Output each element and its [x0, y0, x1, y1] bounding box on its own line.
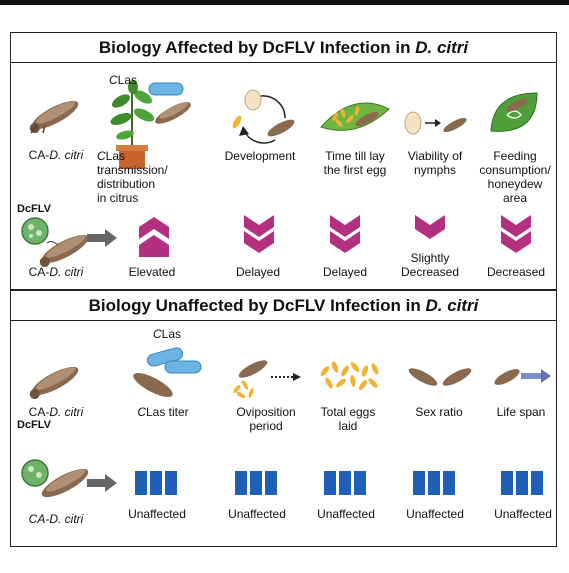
dcflv-label: DcFLV [17, 203, 52, 215]
psyllid-pair-icon [408, 368, 472, 386]
eggs-icon [320, 361, 379, 391]
egg-leaf-icon [320, 102, 390, 131]
unaffected-panel: Biology Unaffected by DcFLV Infection in… [10, 290, 557, 547]
life-span-icon [494, 369, 551, 385]
unaffected-bars-icon [324, 471, 366, 495]
title-species: D. citri [415, 37, 469, 57]
delayed-down-chevrons-icon [330, 215, 360, 253]
affected-panel: Biology Affected by DcFLV Infection in D… [10, 32, 557, 290]
development-cycle-icon [232, 89, 295, 144]
affected-panel-title: Biology Affected by DcFLV Infection in D… [11, 33, 556, 63]
col3-label: Time till lay the first egg [323, 149, 387, 177]
ca-dcitri-label: CA-D. citri [28, 148, 84, 162]
col2-label: Development [224, 149, 296, 163]
clas-tag: CLas [109, 73, 138, 87]
clas-titer-icon [133, 347, 202, 398]
title-prefix: Biology Affected by DcFLV Infection in [98, 37, 411, 57]
title-species: D. citri [425, 295, 479, 315]
outcome-elevated: Elevated [128, 265, 176, 279]
col4-label: Sex ratio [415, 405, 463, 419]
outcome-unaffected: Unaffected [494, 507, 552, 521]
right-arrow-icon [87, 229, 117, 247]
oviposition-icon [233, 360, 301, 399]
outcome-unaffected: Unaffected [317, 507, 375, 521]
infected-psyllid-icon [21, 459, 89, 498]
unaffected-bars-icon [413, 471, 455, 495]
outcome-slightly-decreased: Slightly Decreased [400, 251, 460, 279]
col5-label: Life span [496, 405, 546, 419]
outcome-decreased: Decreased [486, 265, 546, 279]
outcome-unaffected: Unaffected [228, 507, 286, 521]
psyllid-icon [29, 100, 79, 134]
psyllid-icon [29, 366, 79, 400]
outcome-unaffected: Unaffected [406, 507, 464, 521]
col5-label: Feeding consumption/ honeydew area [479, 149, 551, 205]
ca-dcitri-label-infected: CA-D. citri [28, 512, 84, 526]
dcflv-label: DcFLV [17, 419, 52, 431]
outcome-delayed-egg: Delayed [322, 265, 368, 279]
delayed-down-chevrons-icon [244, 215, 274, 253]
col2-label: Oviposition period [236, 405, 296, 433]
unaffected-bars-icon [501, 471, 543, 495]
infected-psyllid-icon [21, 217, 89, 268]
nymph-icon [404, 111, 467, 135]
unaffected-bars-icon [135, 471, 177, 495]
slightly-decreased-down-chevron-icon [415, 215, 445, 239]
top-rule [0, 0, 569, 5]
outcome-unaffected: Unaffected [128, 507, 186, 521]
col1-label: CLas titer [137, 405, 189, 419]
title-prefix: Biology Unaffected by DcFLV Infection in [88, 295, 421, 315]
unaffected-bars-icon [235, 471, 277, 495]
ca-dcitri-label-infected: CA-D. citri [28, 265, 84, 279]
ca-dcitri-label: CA-D. citri [28, 405, 84, 419]
right-arrow-icon [87, 474, 117, 492]
col4-label: Viability of nymphs [407, 149, 463, 177]
unaffected-panel-title: Biology Unaffected by DcFLV Infection in… [11, 291, 556, 321]
honeydew-leaf-icon [490, 92, 538, 132]
col3-label: Total eggs laid [320, 405, 376, 433]
decreased-down-chevrons-icon [501, 215, 531, 253]
clas-tag: CLas [153, 327, 182, 341]
elevated-up-chevrons-icon [139, 217, 169, 257]
outcome-delayed-development: Delayed [235, 265, 281, 279]
citrus-tree-icon [110, 80, 191, 169]
col1-label: CLas transmission/ distribution in citru… [97, 149, 168, 205]
